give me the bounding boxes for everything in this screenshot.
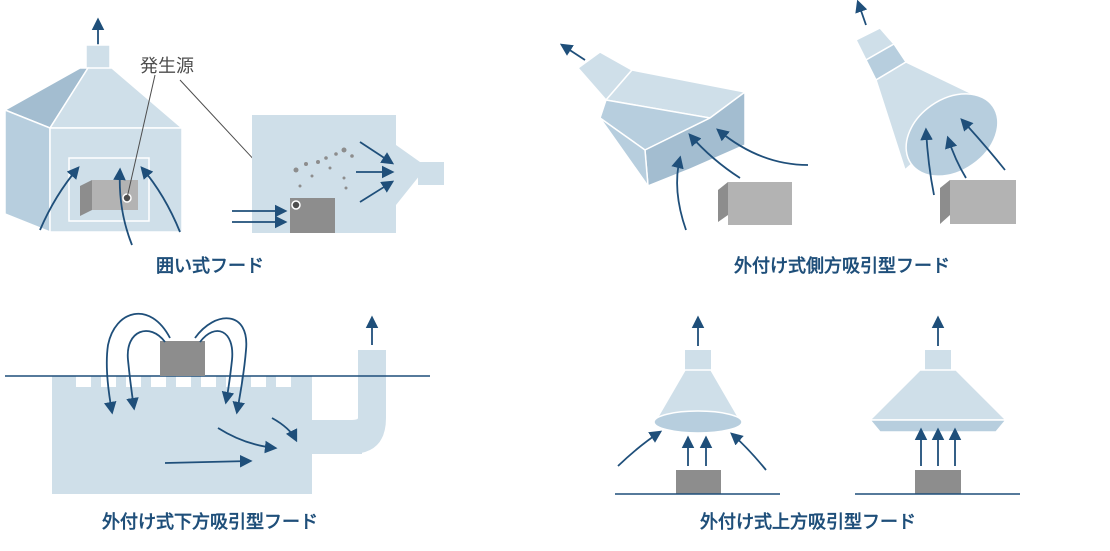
- particles: [293, 147, 354, 190]
- side-hood-panel: 外付け式側方吸引型フード: [559, 0, 1016, 277]
- airflow-arrow: [113, 167, 133, 246]
- duct: [925, 350, 951, 370]
- airflow-arrow: [217, 427, 278, 454]
- airflow-arrow: [359, 180, 395, 203]
- source-marker: [291, 200, 301, 210]
- airflow-arrow: [271, 417, 298, 443]
- airflow-arrow: [688, 133, 741, 179]
- source-label: 発生源: [140, 56, 194, 77]
- source-block: [915, 470, 961, 494]
- airflow-arrow: [199, 330, 235, 405]
- airflow-arrow: [716, 128, 809, 166]
- source-block: [950, 180, 1016, 224]
- section-duct-end: [418, 162, 444, 185]
- hood-canopy: [868, 369, 1008, 421]
- airflow-arrow: [359, 141, 395, 165]
- airflow-arrow: [671, 155, 687, 231]
- airflow-arrow: [126, 330, 166, 411]
- hood-opening: [68, 157, 150, 222]
- airflow-arrow: [194, 317, 248, 415]
- caption-side: 外付け式側方吸引型フード: [734, 255, 950, 277]
- airflow-arrow: [164, 454, 253, 468]
- source-block: [92, 180, 138, 210]
- hood-mouth: [905, 93, 999, 177]
- airflow-arrow: [39, 166, 80, 231]
- source-block: [728, 182, 792, 225]
- downdraft-hood-panel: 外付け式下方吸引型フード: [5, 312, 430, 533]
- airflow-arrow: [730, 432, 767, 471]
- hood-rim: [868, 419, 1008, 433]
- duct-elbow: [350, 356, 386, 454]
- source-block: [160, 341, 205, 376]
- caption-down: 外付け式下方吸引型フード: [102, 511, 318, 533]
- caption-enclosed: 囲い式フード: [156, 255, 264, 277]
- hood-bottom: [599, 117, 649, 189]
- duct: [685, 350, 711, 370]
- exhaust-arrow: [559, 43, 586, 61]
- airflow-arrow: [960, 118, 1006, 171]
- source-block-side: [80, 180, 92, 216]
- airflow-arrow: [945, 135, 967, 179]
- airflow-arrow: [140, 166, 181, 233]
- exhaust-arrow: [855, 0, 868, 26]
- hood-mouth: [653, 410, 743, 434]
- caption-up: 外付け式上方吸引型フード: [700, 511, 916, 533]
- airflow-arrow: [103, 312, 171, 415]
- airflow-arrow: [617, 430, 663, 467]
- airflow-arrow: [920, 127, 935, 196]
- enclosed-hood-panel: 発生源 囲い式フード: [3, 17, 444, 277]
- duct-end: [358, 350, 386, 360]
- pit: [52, 376, 312, 494]
- canopy-hood-panel: 外付け式上方吸引型フード: [615, 315, 1020, 533]
- source-block: [676, 470, 721, 494]
- hood-side: [4, 108, 51, 234]
- leader-line: [126, 74, 156, 199]
- duct: [85, 44, 111, 70]
